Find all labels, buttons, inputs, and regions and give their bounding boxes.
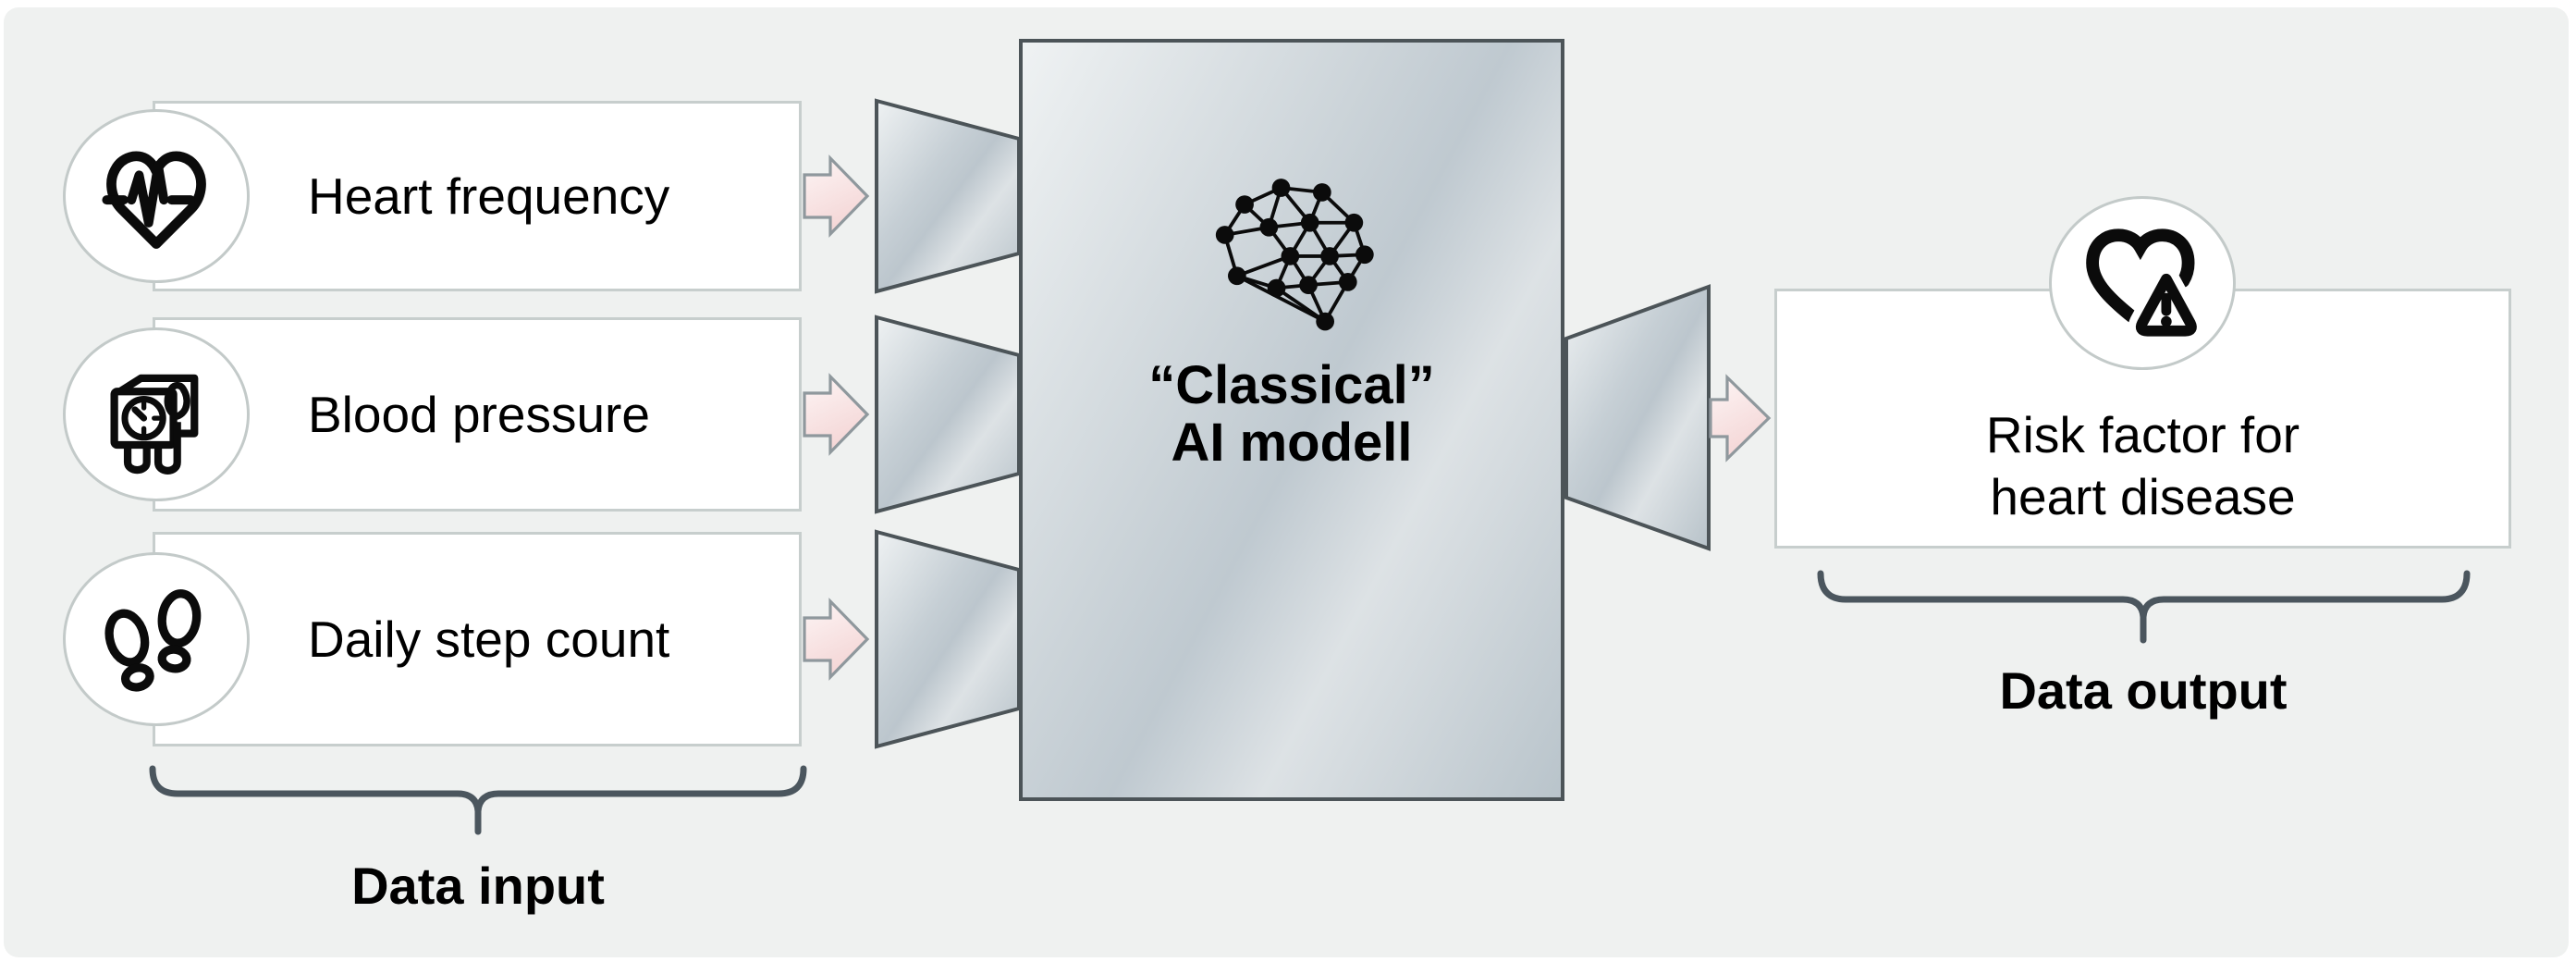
daily-step-count-icon-circle (63, 552, 250, 726)
input-box-blood-pressure: Blood pressure (153, 317, 802, 512)
input-label-blood-pressure: Blood pressure (308, 385, 650, 443)
ai-model-title-line2: AI modell (1171, 413, 1413, 473)
ai-model-title: “Classical” AI modell (1023, 357, 1561, 472)
input-label-heart-frequency: Heart frequency (308, 166, 670, 225)
ai-model-title-line1: “Classical” (1148, 355, 1435, 415)
brain-network-icon (1215, 179, 1374, 331)
heart-warning-icon (2086, 228, 2205, 344)
heartbeat-icon (102, 151, 206, 249)
flow-arrow-input-3 (803, 598, 870, 681)
input-box-heart-frequency: Heart frequency (153, 101, 802, 291)
output-label: Risk factor for heart disease (1777, 404, 2509, 528)
flow-arrow-input-2 (803, 373, 870, 456)
risk-factor-icon-circle (2049, 196, 2236, 370)
input-group-brace (149, 765, 807, 835)
output-group-brace (1817, 570, 2471, 644)
input-funnel-middle (875, 314, 1021, 514)
input-box-daily-step-count: Daily step count (153, 532, 802, 746)
output-label-line2: heart disease (1990, 468, 2296, 525)
flow-arrow-output (1709, 374, 1772, 462)
data-output-group-label: Data output (1999, 661, 2288, 720)
data-input-group-label: Data input (351, 857, 605, 915)
input-funnel-bottom (875, 529, 1021, 749)
blood-pressure-icon-circle (63, 327, 250, 501)
heart-frequency-icon-circle (63, 109, 250, 283)
input-label-daily-step-count: Daily step count (308, 610, 670, 668)
output-funnel (1564, 284, 1711, 551)
footsteps-icon (104, 589, 202, 692)
blood-pressure-icon (110, 374, 199, 475)
ai-model-box: “Classical” AI modell (1019, 39, 1564, 801)
output-label-line1: Risk factor for (1985, 406, 2300, 463)
flow-arrow-input-1 (803, 154, 870, 238)
input-funnel-top (875, 98, 1021, 294)
